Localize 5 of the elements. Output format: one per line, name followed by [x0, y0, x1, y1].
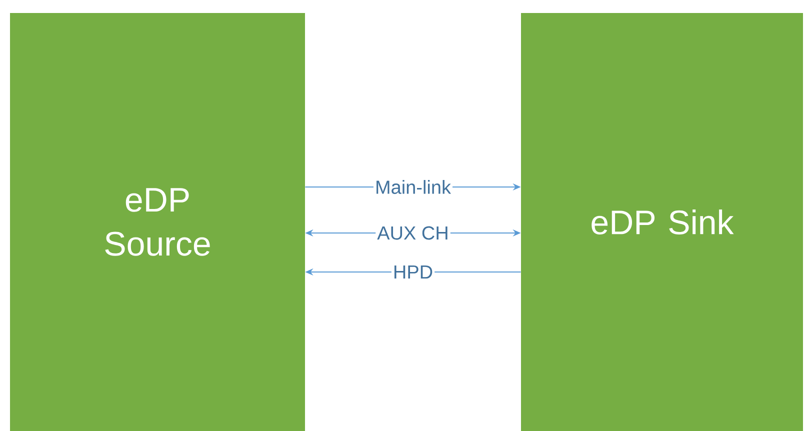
device-box: eDP Source	[10, 13, 305, 431]
edge-label: AUX CH	[376, 224, 450, 242]
device-box: eDP Sink	[521, 13, 803, 431]
edge-label: Main-link	[374, 178, 452, 196]
edge-label: HPD	[391, 264, 435, 280]
